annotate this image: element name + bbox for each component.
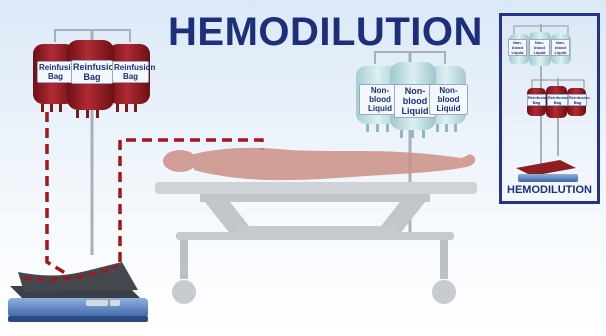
inset-reinfusion-bag-label: Reinfusion Bag — [547, 94, 568, 106]
inset-non-blood-liquid-label: Non-blood Liquid — [508, 39, 527, 56]
non-blood-liquid-label: Non-blood Liquid — [429, 84, 468, 115]
inset-caption: HEMODILUTION — [499, 184, 600, 196]
reinfusion-bag-label: Reinfusion Bag — [71, 60, 113, 84]
patient-silhouette — [163, 148, 475, 180]
inset-reinfusion-bag-label: Reinfusion Bag — [527, 94, 546, 106]
inset-non-blood-liquid-label: Non-blood Liquid — [551, 39, 570, 56]
blood-scale — [8, 262, 148, 322]
page-title: HEMODILUTION — [168, 10, 448, 55]
inset-reinfusion-bag-label: Reinfusion Bag — [568, 94, 587, 106]
reinfusion-bag-label: Reinfusion Bag — [37, 61, 74, 83]
inset-non-blood-liquid-label: Non-blood Liquid — [529, 39, 550, 56]
hospital-bed — [155, 182, 477, 304]
reinfusion-bag-label: Reinfusion Bag — [112, 61, 149, 83]
